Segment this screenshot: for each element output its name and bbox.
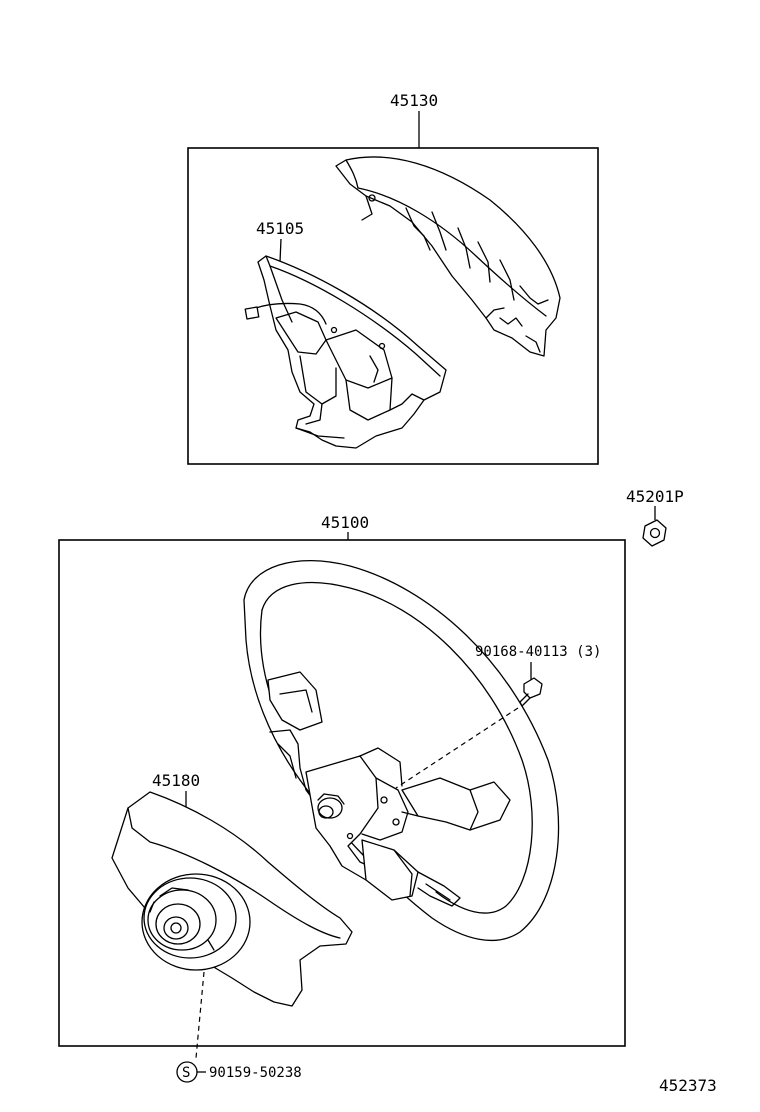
part-label-90159-50238: 90159-50238: [209, 1065, 302, 1081]
part-label-45100: 45100: [321, 513, 369, 532]
part-label-45130: 45130: [390, 91, 438, 110]
leader-45105: [279, 238, 282, 263]
bolt-90159: S 90159-50238: [176, 1061, 302, 1083]
nut-45201p: 45201P: [626, 487, 684, 547]
part-label-45180: 45180: [152, 771, 200, 790]
nut-icon: [642, 519, 667, 547]
screw-icon: [519, 677, 543, 707]
part-label-45201p: 45201P: [626, 487, 684, 506]
lower-group: 45100: [58, 513, 626, 1059]
screw-dashed-leader: [395, 707, 519, 789]
upper-group: 45130 45105: [187, 91, 599, 465]
horn-pad-drawing: [111, 791, 353, 1007]
figure-id: 452373: [659, 1076, 717, 1095]
steering-pad-drawing: [244, 255, 447, 449]
steering-pad-cover-drawing: [335, 156, 561, 357]
part-label-90168-40113: 90168-40113 (3): [475, 644, 601, 660]
s-marker-letter: S: [182, 1065, 190, 1081]
upper-group-frame: [187, 147, 599, 465]
part-label-45105: 45105: [256, 219, 304, 238]
steering-wheel-drawing: [243, 559, 560, 942]
horn-pad-dashed-leader: [195, 971, 205, 1059]
lower-group-frame: [58, 539, 626, 1047]
